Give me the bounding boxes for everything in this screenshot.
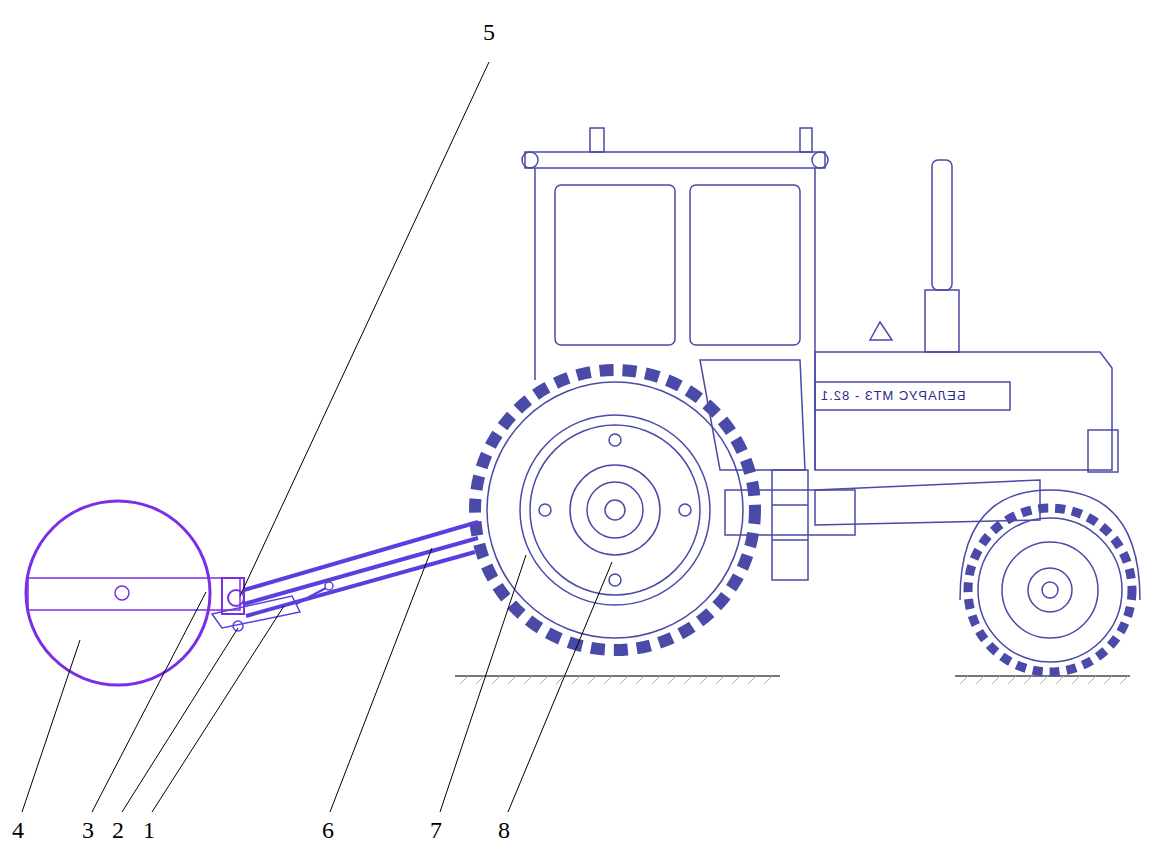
callout-number: 8 [498, 818, 510, 842]
callout-number: 6 [322, 818, 334, 842]
callout-number: 4 [12, 818, 24, 842]
callout-number: 3 [82, 818, 94, 842]
callout-number: 7 [430, 818, 442, 842]
callout-number: 2 [112, 818, 124, 842]
model-plate: БЕЛАРУС МТЗ - 82.1 [820, 389, 965, 402]
callout-number: 1 [143, 818, 155, 842]
callout-number: 5 [483, 20, 495, 44]
